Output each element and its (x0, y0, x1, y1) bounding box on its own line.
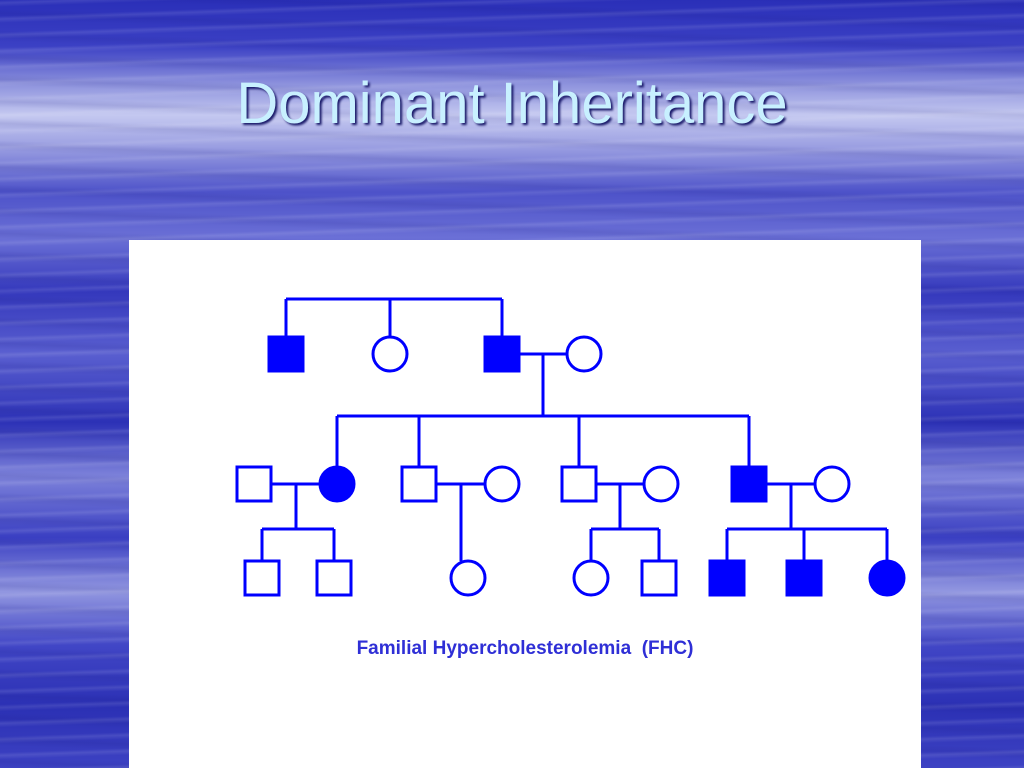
slide-title: Dominant Inheritance (236, 71, 788, 136)
unaffected-female-iii-3 (449, 559, 487, 597)
affected-male-ii-7 (730, 465, 768, 503)
pedigree-panel: Familial Hypercholesterolemia (FHC) (129, 240, 921, 768)
affected-male-i-3 (483, 335, 521, 373)
unaffected-male-iii-1 (243, 559, 281, 597)
affected-male-iii-6 (708, 559, 746, 597)
affected-male-iii-7 (785, 559, 823, 597)
unaffected-female-ii-6 (642, 465, 680, 503)
unaffected-female-i-2 (371, 335, 409, 373)
unaffected-female-ii-8 (813, 465, 851, 503)
pedigree-chart (235, 297, 906, 597)
unaffected-male-ii-5 (560, 465, 598, 503)
unaffected-male-iii-5 (640, 559, 678, 597)
unaffected-male-iii-2 (315, 559, 353, 597)
affected-female-iii-8 (868, 559, 906, 597)
affected-female-ii-2 (318, 465, 356, 503)
unaffected-female-i-4 (565, 335, 603, 373)
unaffected-male-ii-3 (400, 465, 438, 503)
affected-male-i-1 (267, 335, 305, 373)
pedigree-caption: Familial Hypercholesterolemia (FHC) (356, 638, 694, 659)
unaffected-female-ii-4 (483, 465, 521, 503)
unaffected-male-ii-1 (235, 465, 273, 503)
unaffected-female-iii-4 (572, 559, 610, 597)
